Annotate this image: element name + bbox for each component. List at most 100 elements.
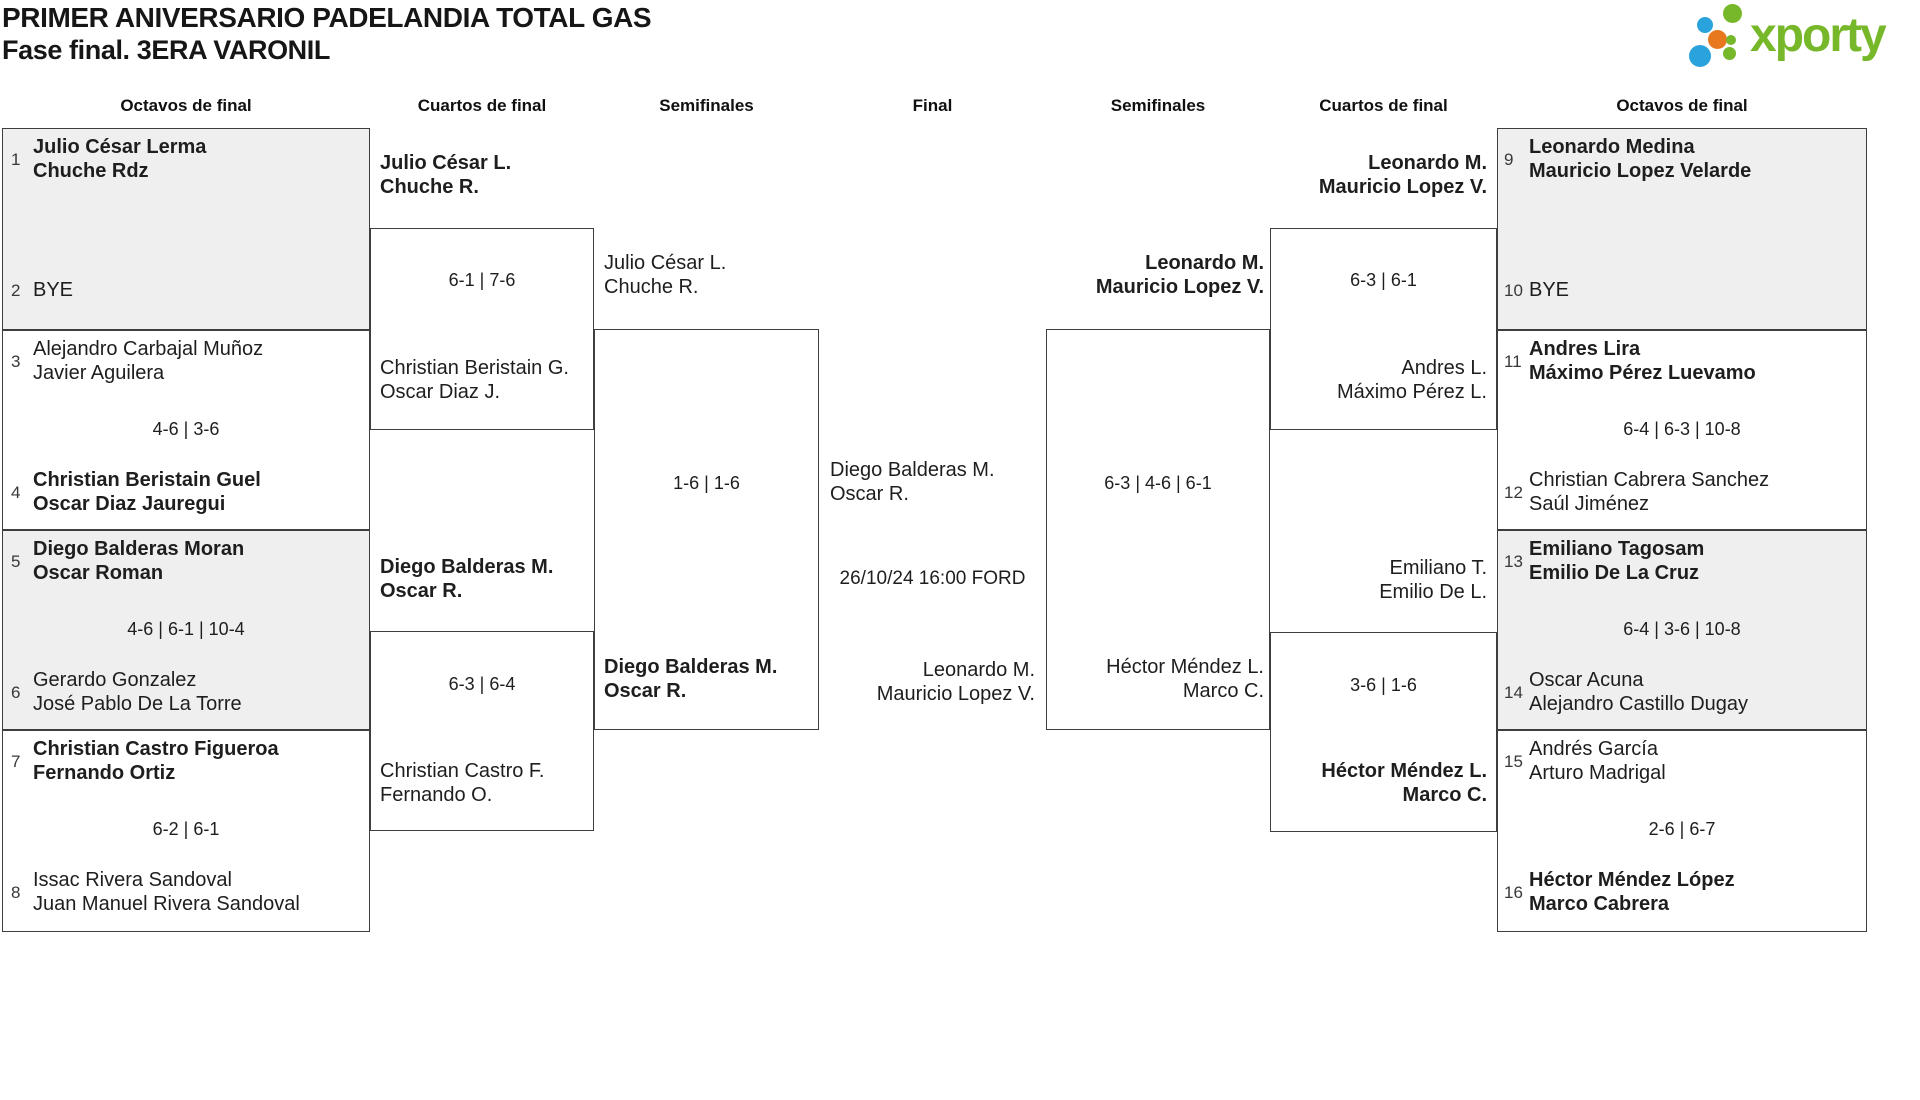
player-name: Leonardo Medina xyxy=(1529,136,1695,158)
team-names: Julio César L. Chuche R. xyxy=(604,252,726,299)
match-score: 2-6 | 6-7 xyxy=(1648,819,1716,839)
player-name: Issac Rivera Sandoval xyxy=(33,869,232,891)
player-name: Julio César Lerma xyxy=(33,136,207,158)
player-name: Héctor Méndez L. xyxy=(1321,760,1487,782)
match-score: 4-6 | 3-6 xyxy=(152,419,220,439)
match-score: 6-4 | 3-6 | 10-8 xyxy=(1623,619,1741,639)
cuartos-left-1-box xyxy=(370,228,594,430)
player-name: Chuche R. xyxy=(380,175,479,198)
player-name: Chuche Rdz xyxy=(33,159,149,182)
team-row: 12 Christian Cabrera Sanchez Saúl Jiméne… xyxy=(1504,469,1860,516)
seed-number: 15 xyxy=(1504,751,1523,771)
team-names: Diego Balderas M. Oscar R. xyxy=(604,656,777,703)
round-header-semis-left: Semifinales xyxy=(659,96,754,115)
team-names: Gerardo Gonzalez José Pablo De La Torre xyxy=(33,669,242,716)
team-names: Alejandro Carbajal Muñoz Javier Aguilera xyxy=(33,338,263,385)
team-row: 8 Issac Rivera Sandoval Juan Manuel Rive… xyxy=(11,869,363,916)
match-score: 6-3 | 6-1 xyxy=(1350,270,1417,290)
team-names: Diego Balderas M. Oscar R. xyxy=(380,556,553,603)
player-name: Emiliano Tagosam xyxy=(1529,538,1705,560)
round-header-cuartos-right: Cuartos de final xyxy=(1319,96,1448,115)
player-name: Julio César L. xyxy=(604,252,727,274)
team-names: Héctor Méndez L. Marco C. xyxy=(1321,760,1487,807)
team-names: Emiliano T. Emilio De L. xyxy=(1379,557,1487,604)
seed-number: 14 xyxy=(1504,682,1523,702)
team-row: 14 Oscar Acuna Alejandro Castillo Dugay xyxy=(1504,669,1860,716)
player-name: Emilio De L. xyxy=(1379,580,1487,603)
team-names: Diego Balderas M. Oscar R. xyxy=(830,459,995,506)
team-names: BYE xyxy=(1529,279,1569,303)
match-score: 6-3 | 4-6 | 6-1 xyxy=(1104,473,1212,493)
team-names: BYE xyxy=(33,279,73,303)
player-name: José Pablo De La Torre xyxy=(33,692,242,715)
player-name: BYE xyxy=(1529,278,1570,301)
round-header-final: Final xyxy=(912,96,953,115)
player-name: Christian Cabrera Sanchez xyxy=(1529,469,1770,491)
player-name: Leonardo M. xyxy=(1368,152,1487,174)
match-score: 6-4 | 6-3 | 10-8 xyxy=(1623,419,1741,439)
team-names: Leonardo Medina Mauricio Lopez Velarde xyxy=(1529,136,1751,183)
team-names: Héctor Méndez López Marco Cabrera xyxy=(1529,869,1735,916)
player-name: Emilio De La Cruz xyxy=(1529,561,1700,584)
player-name: Marco C. xyxy=(1402,783,1487,806)
player-name: Héctor Méndez L. xyxy=(1106,656,1264,678)
xporty-logo[interactable]: xporty xyxy=(1686,2,1920,82)
player-name: Christian Castro F. xyxy=(380,760,545,782)
seed-number: 4 xyxy=(11,482,21,502)
seed-number: 8 xyxy=(11,882,21,902)
player-name: Máximo Pérez Luevamo xyxy=(1529,361,1756,384)
player-name: Juan Manuel Rivera Sandoval xyxy=(33,892,300,915)
seed-number: 13 xyxy=(1504,551,1523,571)
seed-number: 9 xyxy=(1504,149,1514,169)
team-names: Christian Cabrera Sanchez Saúl Jiménez xyxy=(1529,469,1769,516)
logo-dot-icon xyxy=(1697,17,1713,33)
player-name: Mauricio Lopez V. xyxy=(876,682,1035,705)
team-names: Christian Beristain G. Oscar Diaz J. xyxy=(380,357,569,404)
player-name: Oscar R. xyxy=(380,579,463,602)
team-names: Leonardo M. Mauricio Lopez V. xyxy=(1319,152,1487,199)
player-name: Chuche R. xyxy=(604,275,699,298)
team-names: Christian Castro F. Fernando O. xyxy=(380,760,545,807)
team-row: 11 Andres Lira Máximo Pérez Luevamo xyxy=(1504,338,1860,385)
team-row: 1 Julio César Lerma Chuche Rdz xyxy=(11,136,363,183)
team-names: Emiliano Tagosam Emilio De La Cruz xyxy=(1529,538,1704,585)
final-schedule: 26/10/24 16:00 FORD xyxy=(839,568,1026,589)
player-name: Máximo Pérez L. xyxy=(1336,380,1487,403)
team-row: 16 Héctor Méndez López Marco Cabrera xyxy=(1504,869,1860,916)
seed-number: 6 xyxy=(11,682,21,702)
octavos-match-box-4: 7 Christian Castro Figueroa Fernando Ort… xyxy=(2,730,370,932)
team-row: 3 Alejandro Carbajal Muñoz Javier Aguile… xyxy=(11,338,363,385)
team-row: 2 BYE xyxy=(11,267,363,314)
octavos-match-box-8: 15 Andrés García Arturo Madrigal 2-6 | 6… xyxy=(1497,730,1867,932)
team-names: Andrés García Arturo Madrigal xyxy=(1529,738,1666,785)
player-name: Marco Cabrera xyxy=(1529,892,1670,915)
player-name: Oscar Acuna xyxy=(1529,669,1644,691)
team-row: 6 Gerardo Gonzalez José Pablo De La Torr… xyxy=(11,669,363,716)
logo-wordmark: xporty xyxy=(1750,9,1887,62)
match-score: 6-1 | 7-6 xyxy=(448,270,516,290)
team-names: Diego Balderas Moran Oscar Roman xyxy=(33,538,244,585)
player-name: Fernando Ortiz xyxy=(33,761,176,784)
octavos-match-box-6: 11 Andres Lira Máximo Pérez Luevamo 6-4 … xyxy=(1497,330,1867,530)
seed-number: 7 xyxy=(11,751,21,771)
match-score: 6-2 | 6-1 xyxy=(152,819,220,839)
round-header-cuartos-left: Cuartos de final xyxy=(417,96,547,115)
player-name: Julio César L. xyxy=(380,152,512,174)
team-row: 13 Emiliano Tagosam Emilio De La Cruz xyxy=(1504,538,1860,585)
seed-number: 12 xyxy=(1504,482,1523,502)
cuartos-right-1-box xyxy=(1270,228,1497,430)
player-name: Diego Balderas M. xyxy=(830,459,995,481)
team-names: Leonardo M. Mauricio Lopez V. xyxy=(877,659,1035,706)
player-name: Andrés García xyxy=(1529,738,1658,760)
seed-number: 5 xyxy=(11,551,21,571)
team-names: Christian Castro Figueroa Fernando Ortiz xyxy=(33,738,279,785)
player-name: Christian Castro Figueroa xyxy=(33,738,279,760)
player-name: Andres L. xyxy=(1401,357,1487,379)
round-header-octavos-left: Octavos de final xyxy=(120,96,252,115)
round-header-semis-right: Semifinales xyxy=(1110,96,1206,115)
team-names: Héctor Méndez L. Marco C. xyxy=(1106,656,1264,703)
octavos-match-box-2: 3 Alejandro Carbajal Muñoz Javier Aguile… xyxy=(2,330,370,530)
match-score: 3-6 | 1-6 xyxy=(1350,675,1417,695)
cuartos-left-2-box xyxy=(370,631,594,831)
